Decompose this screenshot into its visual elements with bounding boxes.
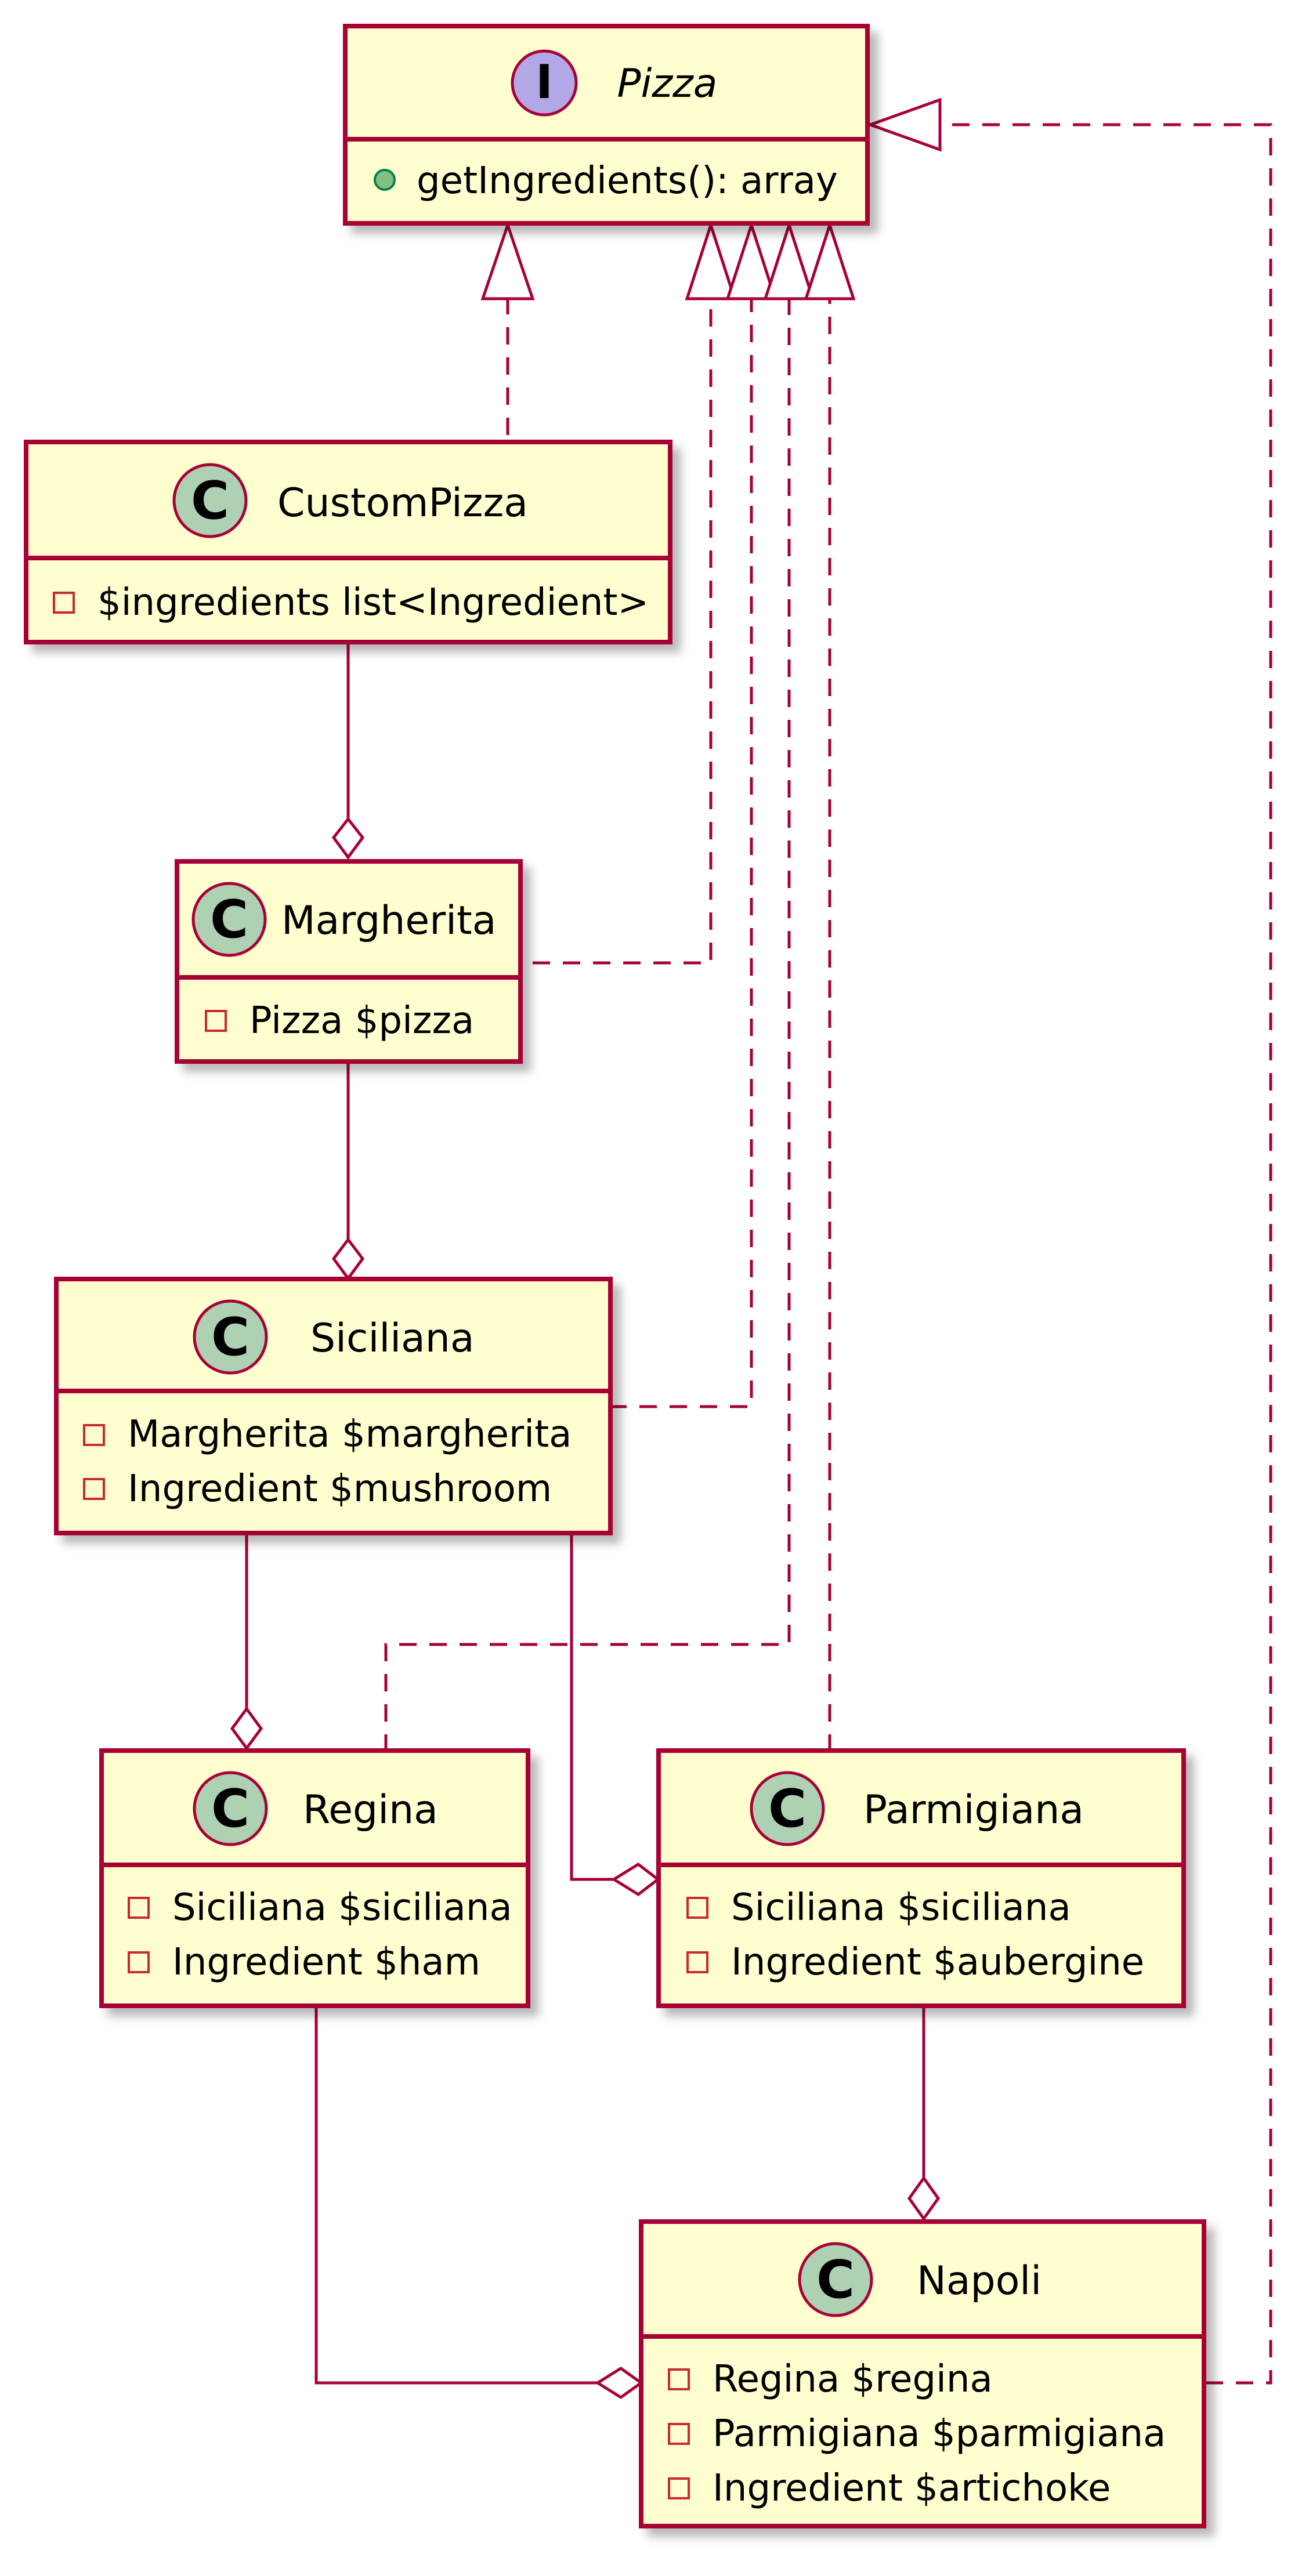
class-badge-letter: C bbox=[816, 2249, 855, 2310]
class-member: Margherita $margherita bbox=[128, 1413, 572, 1456]
aggregation-diamond bbox=[331, 1237, 365, 1281]
edge-regina-realizes-pizza bbox=[384, 299, 791, 1752]
realization-triangle bbox=[866, 97, 942, 152]
class-badge-icon bbox=[191, 882, 267, 957]
class-title: Siciliana bbox=[310, 1316, 475, 1361]
class-badge-letter: C bbox=[211, 1778, 249, 1839]
class-badge-icon bbox=[172, 463, 248, 538]
class-margherita: C Margherita Pizza $pizza bbox=[175, 859, 523, 1064]
class-member: getIngredients(): array bbox=[417, 160, 838, 202]
class-member: Siciliana $siciliana bbox=[731, 1886, 1071, 1929]
class-siciliana: C Siciliana Margherita $margherita Ingre… bbox=[54, 1277, 613, 1535]
private-field-icon bbox=[83, 1478, 105, 1500]
aggregation-edges bbox=[245, 644, 925, 2385]
class-member: Ingredient $mushroom bbox=[128, 1468, 552, 1510]
aggregation-diamond bbox=[907, 2175, 941, 2222]
class-member: Parmigiana $parmigiana bbox=[713, 2412, 1166, 2455]
private-field-icon bbox=[686, 1897, 708, 1919]
class-napoli: C Napoli Regina $regina Parmigiana $parm… bbox=[639, 2219, 1206, 2528]
private-field-icon bbox=[83, 1424, 105, 1446]
class-member: $ingredients list<Ingredient> bbox=[97, 581, 649, 624]
class-badge-icon bbox=[750, 1771, 825, 1846]
class-badge-icon bbox=[193, 1299, 268, 1375]
realization-triangle bbox=[804, 220, 856, 300]
class-member: Ingredient $ham bbox=[172, 1941, 480, 1984]
public-method-icon bbox=[374, 169, 396, 191]
interface-badge-letter: I bbox=[536, 55, 553, 109]
class-title: Parmigiana bbox=[863, 1787, 1084, 1833]
edge-siciliana-to-parmigiana bbox=[570, 1534, 615, 1881]
realization-arrowheads bbox=[480, 97, 942, 300]
edge-napoli-realizes-pizza bbox=[940, 123, 1272, 2385]
private-field-icon bbox=[205, 1010, 227, 1032]
class-member: Siciliana $siciliana bbox=[172, 1886, 512, 1929]
class-badge-icon bbox=[193, 1771, 268, 1846]
interface-badge-icon bbox=[511, 49, 578, 117]
realization-triangle bbox=[685, 220, 737, 300]
private-field-icon bbox=[53, 592, 75, 614]
class-parmigiana: C Parmigiana Siciliana $siciliana Ingred… bbox=[656, 1748, 1186, 2008]
private-field-icon bbox=[668, 2423, 690, 2445]
aggregation-diamond bbox=[595, 2366, 644, 2400]
private-field-icon bbox=[686, 1951, 708, 1973]
aggregation-diamond bbox=[230, 1706, 263, 1751]
class-title: Regina bbox=[303, 1787, 438, 1833]
private-field-icon bbox=[668, 2368, 690, 2390]
class-member: Ingredient $artichoke bbox=[713, 2467, 1111, 2510]
realization-edges bbox=[384, 123, 1272, 2385]
class-badge-letter: C bbox=[210, 889, 248, 950]
class-title: Margherita bbox=[281, 898, 496, 944]
edge-siciliana-realizes-pizza bbox=[609, 299, 753, 1408]
realization-triangle bbox=[725, 220, 778, 300]
class-regina: C Regina Siciliana $siciliana Ingredient… bbox=[99, 1748, 530, 2008]
class-member: Pizza $pizza bbox=[249, 999, 474, 1042]
aggregation-diamonds bbox=[230, 816, 941, 2400]
realization-triangle bbox=[763, 220, 815, 300]
interface-pizza: I Pizza getIngredients(): array bbox=[343, 24, 870, 226]
aggregation-diamond bbox=[611, 1862, 661, 1897]
edge-regina-to-napoli bbox=[314, 2007, 601, 2385]
private-field-icon bbox=[128, 1897, 150, 1919]
class-title: Pizza bbox=[617, 61, 718, 107]
class-title: CustomPizza bbox=[277, 480, 528, 526]
class-custompizza: C CustomPizza $ingredients list<Ingredie… bbox=[24, 440, 672, 644]
private-field-icon bbox=[128, 1951, 150, 1973]
class-badge-letter: C bbox=[768, 1778, 807, 1839]
private-field-icon bbox=[668, 2477, 690, 2499]
class-member: Ingredient $aubergine bbox=[731, 1941, 1144, 1984]
class-badge-icon bbox=[798, 2242, 873, 2317]
realization-triangle bbox=[480, 220, 535, 300]
class-badge-letter: C bbox=[191, 470, 229, 531]
aggregation-diamond bbox=[331, 816, 365, 860]
class-badge-letter: C bbox=[211, 1307, 249, 1368]
class-title: Napoli bbox=[917, 2258, 1042, 2304]
class-member: Regina $regina bbox=[713, 2358, 993, 2401]
